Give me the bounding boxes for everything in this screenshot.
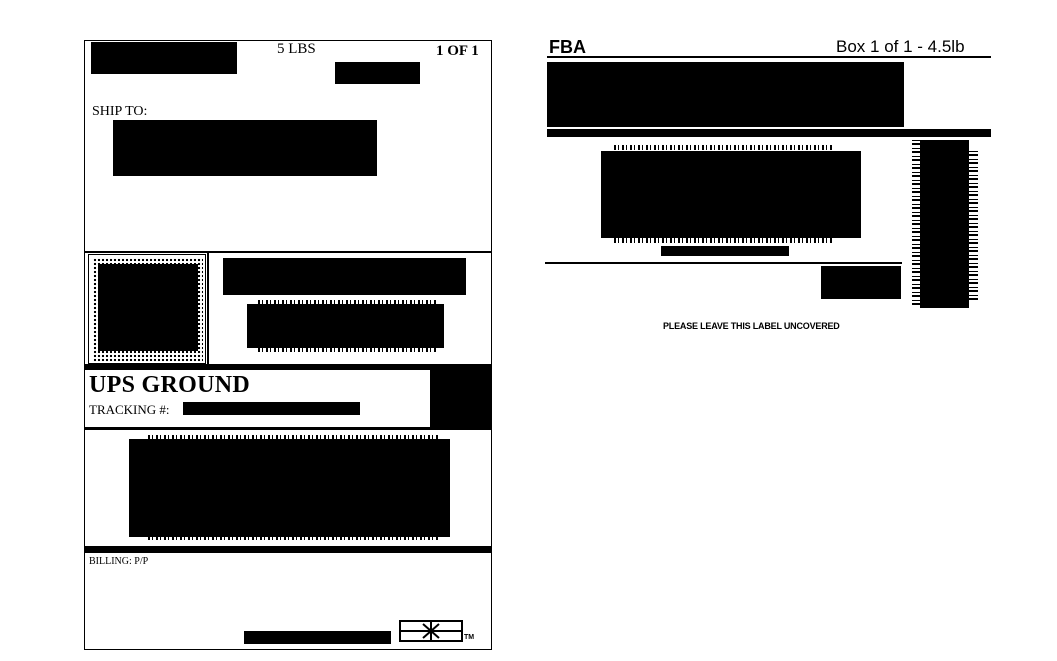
ship-to-label: SHIP TO: bbox=[92, 104, 148, 119]
maxicode-frame bbox=[88, 254, 206, 364]
vertical-barcode-left-edge bbox=[912, 140, 920, 305]
fba-barcode-top bbox=[614, 145, 832, 150]
reference-redacted bbox=[244, 631, 391, 644]
fba-code-redacted bbox=[821, 266, 901, 299]
ref-redacted bbox=[335, 62, 420, 84]
package-count: 1 OF 1 bbox=[436, 43, 479, 59]
recipient-address-redacted bbox=[113, 120, 377, 176]
ups-shipping-label bbox=[84, 40, 492, 650]
tracking-barcode-redacted bbox=[129, 439, 450, 537]
billing-info: BILLING: P/P bbox=[89, 556, 149, 567]
routing-code-redacted bbox=[223, 258, 466, 295]
box-info: Box 1 of 1 - 4.5lb bbox=[836, 37, 965, 56]
fba-divider-thin bbox=[545, 262, 902, 264]
vertical-divider bbox=[207, 253, 209, 364]
routing-barcode-redacted bbox=[247, 304, 444, 348]
fba-barcode-text-redacted bbox=[661, 246, 789, 256]
label-notice: PLEASE LEAVE THIS LABEL UNCOVERED bbox=[663, 321, 840, 331]
tracking-barcode-bottom bbox=[148, 537, 438, 540]
fba-address-redacted bbox=[547, 62, 904, 127]
tracking-barcode-top bbox=[148, 435, 438, 439]
service-name: UPS GROUND bbox=[89, 372, 251, 398]
divider-line bbox=[84, 364, 492, 370]
vertical-barcode-right-edge bbox=[969, 150, 978, 300]
fba-barcode-redacted bbox=[601, 151, 861, 238]
trademark-mark: TM bbox=[464, 634, 475, 641]
divider-line bbox=[84, 427, 492, 430]
tracking-number-redacted bbox=[183, 402, 360, 415]
routing-barcode-top bbox=[258, 300, 438, 304]
divider-line bbox=[84, 546, 492, 553]
fba-barcode-bottom bbox=[614, 238, 832, 243]
tracking-label: TRACKING #: bbox=[89, 402, 170, 417]
divider-line bbox=[84, 251, 492, 253]
gift-icon bbox=[399, 620, 463, 642]
maxicode-redacted bbox=[98, 264, 198, 351]
fba-divider bbox=[547, 129, 991, 137]
service-indicator-box bbox=[430, 364, 492, 428]
header-underline bbox=[547, 56, 991, 58]
routing-barcode-bottom bbox=[258, 348, 438, 352]
package-weight: 5 LBS bbox=[277, 41, 316, 57]
vertical-barcode-redacted bbox=[920, 140, 969, 308]
sender-redacted bbox=[91, 42, 237, 74]
fba-title: FBA bbox=[549, 37, 586, 57]
